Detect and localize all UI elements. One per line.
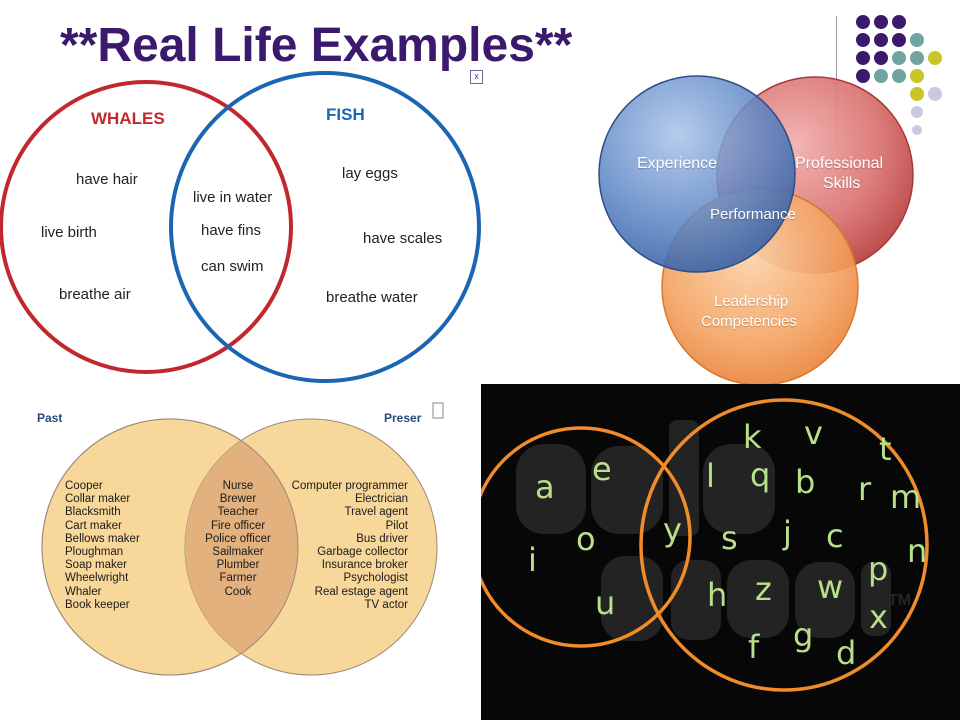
- present-occupation: Electrician: [354, 493, 408, 506]
- shared-occupation: Nurse: [222, 480, 254, 492]
- broken-image-icon: x: [470, 70, 483, 84]
- fish-item: breathe water: [326, 289, 418, 306]
- broken-image-marker: [432, 402, 444, 419]
- letters-background: [516, 420, 891, 641]
- letter-vowel: i: [528, 541, 537, 579]
- letter-consonant: w: [817, 568, 844, 606]
- present-occupation: Bus driver: [356, 532, 408, 545]
- present-occupation: Pilot: [385, 519, 408, 532]
- letter-consonant: p: [868, 550, 889, 588]
- shared-occupation: Fire officer: [210, 519, 266, 532]
- past-occupation: Wheelwright: [65, 572, 129, 585]
- letter-consonant: f: [748, 628, 760, 666]
- letter-consonant: k: [743, 418, 762, 456]
- letter-consonant: s: [721, 519, 738, 557]
- consonants-ring: [639, 398, 929, 692]
- whales-item: have hair: [76, 171, 138, 188]
- letter-consonant: j: [783, 514, 792, 552]
- lilac-dots: [911, 87, 942, 135]
- letter-vowel: e: [592, 450, 612, 488]
- shared-item: live in water: [193, 189, 273, 206]
- experience-label: Experience: [637, 155, 718, 172]
- experience-circle: [598, 75, 796, 273]
- letter-consonant: q: [750, 456, 771, 494]
- letter-consonant: l: [706, 457, 715, 495]
- letter-consonant: d: [836, 634, 857, 672]
- present-occupation: Real estage agent: [314, 585, 408, 598]
- letter-consonant: g: [793, 616, 814, 654]
- background-watermark: [516, 420, 891, 641]
- fish-item: lay eggs: [342, 165, 398, 182]
- leadership-label-1: Leadership: [714, 293, 789, 310]
- fish-circle: [169, 71, 481, 383]
- shared-occupation: Cook: [224, 585, 252, 598]
- past-occupation: Bellows maker: [65, 532, 140, 545]
- letter-vowel: o: [576, 520, 596, 558]
- letter-consonant: v: [804, 414, 823, 452]
- present-occupation: Garbage collector: [317, 546, 408, 559]
- leadership-label-2: Competencies: [701, 313, 797, 330]
- fish-title: FISH: [326, 105, 365, 124]
- shared-occupation: Teacher: [217, 506, 259, 519]
- letters-rings: [481, 398, 929, 692]
- fish-item: have scales: [363, 230, 443, 247]
- whales-item: breathe air: [59, 286, 131, 303]
- past-occupation: Whaler: [65, 585, 102, 598]
- present-occupation: Psychologist: [343, 572, 408, 585]
- past-occupation: Book keeper: [65, 598, 130, 611]
- present-occupation: Travel agent: [344, 506, 409, 519]
- shared-occupation: Farmer: [219, 572, 257, 585]
- shared-occupation: Plumber: [216, 559, 260, 572]
- shared-item: can swim: [201, 258, 264, 275]
- performance-label: Performance: [710, 206, 796, 223]
- trademark-mark: TM: [888, 592, 912, 609]
- letter-consonant: m: [890, 478, 922, 516]
- letter-consonant: n: [907, 532, 928, 570]
- shared-occupation: Brewer: [219, 493, 257, 506]
- past-occupation: Cart maker: [65, 519, 122, 532]
- past-occupation: Collar maker: [65, 493, 131, 506]
- letter-consonant: t: [879, 430, 892, 468]
- letter-vowel: u: [595, 584, 616, 622]
- present-heading: Preser: [384, 411, 422, 425]
- shared-occupation: Sailmaker: [212, 546, 264, 559]
- professional-skills-label-2: Skills: [823, 175, 861, 192]
- whales-circle: [0, 80, 293, 374]
- letter-consonant: h: [707, 576, 728, 614]
- olive-dots: [910, 51, 942, 101]
- past-occupation: Soap maker: [65, 559, 128, 572]
- past-occupation: Ploughman: [65, 546, 124, 559]
- vowels-ring: [481, 426, 692, 648]
- whales-item: live birth: [41, 224, 97, 241]
- letter-consonant: z: [755, 570, 772, 608]
- purple-dots: [856, 15, 906, 83]
- letter-consonant: r: [858, 470, 872, 508]
- professional-skills-label-1: Professional: [795, 155, 884, 172]
- past-occupation: Blacksmith: [65, 506, 121, 519]
- teal-dots: [874, 33, 924, 83]
- letter-consonant: b: [795, 463, 816, 501]
- letter-consonant: x: [869, 598, 888, 636]
- shared-item: have fins: [201, 222, 262, 239]
- decorative-dot-grid: [856, 15, 942, 135]
- letters-panel: TM a e i o u y k v t l q b r m s j c n p…: [481, 384, 960, 720]
- present-occupation: TV actor: [364, 598, 408, 611]
- past-heading: Past: [37, 411, 63, 425]
- slide-title: **Real Life Examples**: [60, 19, 573, 72]
- present-occupation: Computer programmer: [291, 480, 408, 492]
- past-occupation: Cooper: [65, 480, 103, 492]
- letter-shared: y: [663, 511, 682, 549]
- letter-vowel: a: [535, 468, 555, 506]
- present-occupation: Insurance broker: [321, 559, 408, 572]
- shared-occupation: Police officer: [205, 532, 271, 545]
- letter-consonant: c: [826, 517, 844, 555]
- whales-title: WHALES: [91, 109, 165, 128]
- occupations-overlap: [185, 419, 298, 675]
